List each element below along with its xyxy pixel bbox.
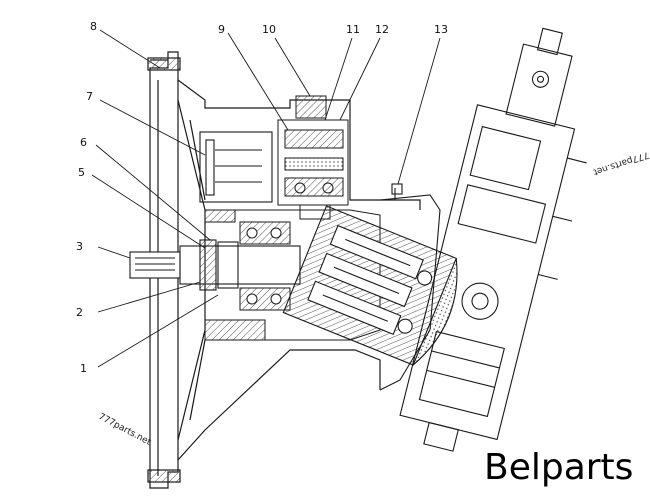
leader-lines	[91, 29, 441, 368]
control-valve-assembly	[399, 27, 587, 452]
callout-7: 7	[86, 90, 93, 103]
callout-8: 8	[90, 20, 97, 33]
callout-12: 12	[375, 23, 389, 36]
callout-5: 5	[78, 166, 85, 179]
drive-shaft	[129, 239, 301, 291]
callout-3: 3	[76, 240, 83, 253]
gear-assembly	[277, 95, 349, 220]
watermark-bottom-left: 777parts.net	[97, 412, 153, 448]
mounting-flange	[147, 51, 181, 489]
auxiliary-block	[199, 131, 273, 203]
callout-11: 11	[346, 23, 360, 36]
brand-label: Belparts	[480, 446, 638, 490]
callout-labels: 1 2 3 5 6 7 8 9 10 11 12 13	[76, 20, 448, 375]
callout-2: 2	[76, 306, 83, 319]
callout-1: 1	[80, 362, 87, 375]
callout-6: 6	[80, 136, 87, 149]
cylinder-block	[282, 205, 458, 366]
shaft-bearings	[204, 209, 381, 341]
callout-13: 13	[434, 23, 448, 36]
callout-9: 9	[218, 23, 225, 36]
callout-10: 10	[262, 23, 276, 36]
watermark-right: 777parts.net	[592, 149, 650, 177]
end-cover	[379, 183, 441, 391]
